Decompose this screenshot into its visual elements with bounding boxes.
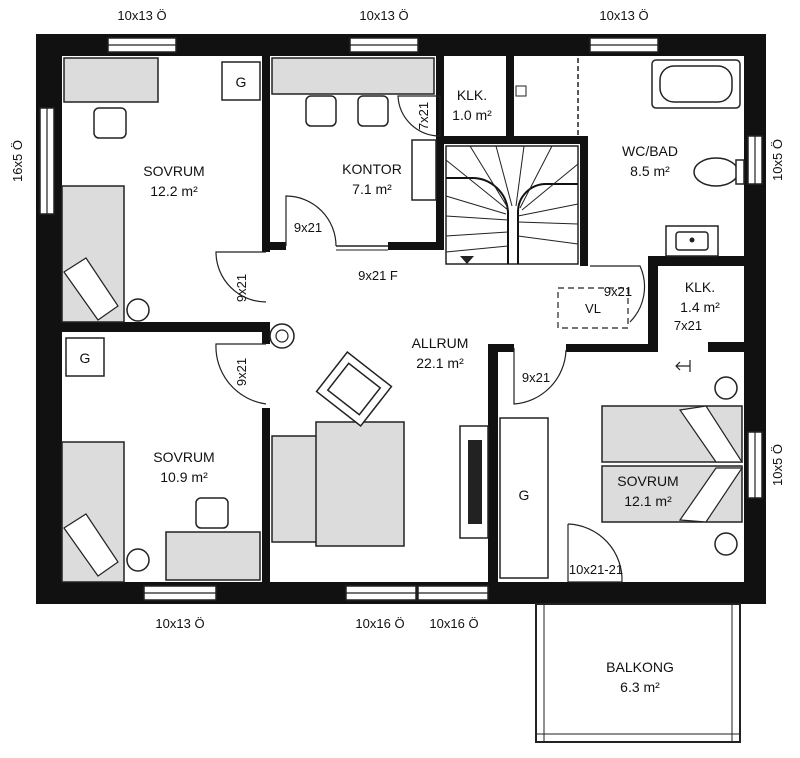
window-label-top-left: 10x13 Ö bbox=[117, 8, 166, 23]
room-name-sovrum-1: SOVRUM bbox=[143, 163, 204, 179]
door-label-klk-1: 7x21 bbox=[416, 102, 431, 130]
door-label-sovrum-2: 9x21 bbox=[234, 358, 249, 386]
door-label-balkong: 10x21-21 bbox=[569, 562, 623, 577]
room-area-klk-1: 1.0 m² bbox=[452, 107, 492, 123]
vl-box bbox=[557, 287, 629, 329]
door-label-kontor: 9x21 bbox=[294, 220, 322, 235]
room-labels: SOVRUM 12.2 m² KONTOR 7.1 m² KLK. 1.0 m²… bbox=[143, 87, 720, 695]
sofa bbox=[271, 435, 323, 543]
room-name-wc-bad: WC/BAD bbox=[622, 143, 678, 159]
window-label-left: 16x5 Ö bbox=[10, 140, 25, 182]
door-label-wc: 9x21 bbox=[604, 284, 632, 299]
room-area-balkong: 6.3 m² bbox=[620, 679, 660, 695]
chair bbox=[357, 95, 389, 127]
doors bbox=[215, 95, 646, 583]
windows bbox=[39, 37, 763, 601]
closet-mark-1: G bbox=[236, 74, 247, 90]
room-area-klk-2: 1.4 m² bbox=[680, 299, 720, 315]
toilet bbox=[693, 157, 739, 187]
window-label-top-right: 10x13 Ö bbox=[599, 8, 648, 23]
window-labels: 10x13 Ö 10x13 Ö 10x13 Ö 16x5 Ö 10x5 Ö 10… bbox=[10, 8, 785, 631]
room-name-sovrum-3: SOVRUM bbox=[617, 473, 678, 489]
chair bbox=[305, 95, 337, 127]
desk bbox=[63, 57, 159, 103]
door-label-klk-2: 7x21 bbox=[674, 318, 702, 333]
staircase bbox=[445, 145, 579, 265]
pillar bbox=[269, 323, 295, 349]
lamp bbox=[126, 298, 150, 322]
window-label-bottom-left: 10x13 Ö bbox=[155, 616, 204, 631]
window-label-bottom-mid-1: 10x16 Ö bbox=[355, 616, 404, 631]
room-name-klk-2: KLK. bbox=[685, 279, 715, 295]
room-area-wc-bad: 8.5 m² bbox=[630, 163, 670, 179]
vl-mark: VL bbox=[585, 301, 601, 316]
closet-box bbox=[221, 61, 261, 101]
closet-marks: G G G VL bbox=[80, 74, 601, 503]
chair bbox=[195, 497, 229, 529]
shelf bbox=[411, 139, 437, 201]
closet-mark-2: G bbox=[80, 350, 91, 366]
window-label-right-lower: 10x5 Ö bbox=[770, 444, 785, 486]
room-area-kontor: 7.1 m² bbox=[352, 181, 392, 197]
room-area-sovrum-1: 12.2 m² bbox=[150, 183, 198, 199]
rug bbox=[315, 421, 405, 547]
lamp bbox=[714, 532, 738, 556]
closet-mark-3: G bbox=[519, 487, 530, 503]
room-name-balkong: BALKONG bbox=[606, 659, 674, 675]
desk bbox=[165, 531, 261, 581]
room-name-allrum: ALLRUM bbox=[412, 335, 469, 351]
furniture bbox=[61, 57, 745, 743]
door-label-stair: 9x21 F bbox=[358, 268, 398, 283]
window-label-top-mid: 10x13 Ö bbox=[359, 8, 408, 23]
closet-box bbox=[499, 417, 549, 579]
window-label-right-upper: 10x5 Ö bbox=[770, 139, 785, 181]
lamp bbox=[714, 376, 738, 400]
window-label-bottom-mid-2: 10x16 Ö bbox=[429, 616, 478, 631]
room-area-sovrum-3: 12.1 m² bbox=[624, 493, 672, 509]
room-area-allrum: 22.1 m² bbox=[416, 355, 464, 371]
room-area-sovrum-2: 10.9 m² bbox=[160, 469, 208, 485]
desk bbox=[271, 57, 435, 95]
room-name-kontor: KONTOR bbox=[342, 161, 402, 177]
room-name-sovrum-2: SOVRUM bbox=[153, 449, 214, 465]
lamp bbox=[126, 548, 150, 572]
door-label-sovrum-3: 9x21 bbox=[522, 370, 550, 385]
door-labels: 7x21 9x21 9x21 9x21 9x21 F 9x21 9x21 7x2… bbox=[234, 102, 702, 577]
closet-box bbox=[65, 337, 105, 377]
room-name-klk-1: KLK. bbox=[457, 87, 487, 103]
chair bbox=[93, 107, 127, 139]
balcony-outline bbox=[535, 603, 741, 743]
door-label-sovrum-1: 9x21 bbox=[234, 274, 249, 302]
